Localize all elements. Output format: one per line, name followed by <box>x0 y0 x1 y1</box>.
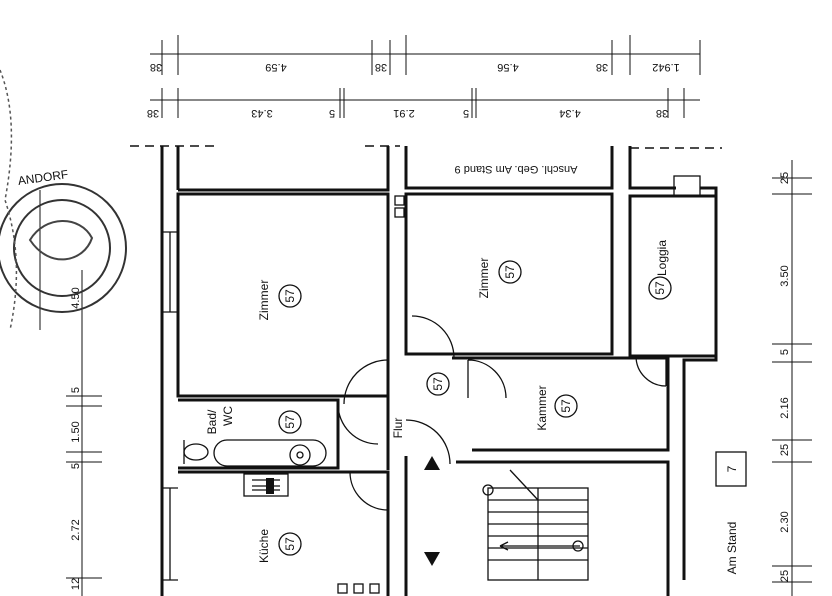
dim-top2-6: 4.34 <box>559 107 580 119</box>
dim-right-5: 25 <box>779 444 791 456</box>
room-number-kueche: 57 <box>283 537 297 551</box>
stair-arrow-down-icon <box>424 552 440 566</box>
dim-top1-1: 38 <box>150 61 162 73</box>
right-dimension-chain: 25 3.50 5 2.16 25 2.30 25 <box>772 160 812 596</box>
dim-right-2: 3.50 <box>779 265 791 286</box>
left-dimension-chain: 4.50 5 1.50 5 2.72 12 <box>39 190 102 596</box>
house-number: 7 <box>725 465 739 472</box>
dim-top2-4: 2.91 <box>393 107 414 119</box>
dim-right-6: 2.30 <box>779 511 791 532</box>
staircase <box>424 456 589 581</box>
dim-top2-3: 5 <box>329 107 335 119</box>
dim-top2-2: 3.43 <box>251 107 272 119</box>
bathtub <box>213 439 327 467</box>
address-block: 7 Am Stand <box>715 451 747 575</box>
room-labels: Anschl. Geb. Am Stand 9 Zimmer 57 Zimmer… <box>205 163 672 563</box>
street-name: Am Stand <box>725 522 739 575</box>
toilet <box>183 443 209 461</box>
dim-right-7: 25 <box>779 570 791 582</box>
dim-left-5: 2.72 <box>70 519 82 540</box>
dim-left-6: 12 <box>70 578 82 590</box>
label-flur: Flur <box>391 418 405 439</box>
dim-top1-5: 38 <box>596 61 608 73</box>
dim-top1-6: 1.942 <box>652 61 680 73</box>
room-number-bad: 57 <box>283 415 297 429</box>
label-kueche: Küche <box>257 529 271 563</box>
dim-top1-2: 4.59 <box>265 61 286 73</box>
official-stamp: ANDORF <box>0 69 127 331</box>
dim-top2-5: 5 <box>463 107 469 119</box>
label-bad: Bad/ <box>205 409 219 434</box>
top-dimension-chains: 38 4.59 38 4.56 38 1.942 38 3.43 5 2.91 … <box>147 35 701 119</box>
label-anschl: Anschl. Geb. Am Stand 9 <box>455 163 578 175</box>
dim-left-1: 4.50 <box>70 287 82 308</box>
dim-top1-4: 4.56 <box>497 61 518 73</box>
bathroom-fixtures <box>183 439 327 467</box>
label-kammer: Kammer <box>535 385 549 430</box>
interior-walls <box>176 192 718 596</box>
stamp-text: ANDORF <box>17 167 69 188</box>
room-number-kammer: 57 <box>559 399 573 413</box>
dim-right-1: 25 <box>779 172 791 184</box>
stair-arrow-up-icon <box>424 456 440 470</box>
room-number-zimmer-left: 57 <box>283 289 297 303</box>
room-number-zimmer-right: 57 <box>503 265 517 279</box>
dim-left-4: 5 <box>70 463 82 469</box>
label-loggia: Loggia <box>655 240 669 276</box>
label-wc: WC <box>221 406 235 426</box>
label-zimmer-right: Zimmer <box>477 258 491 299</box>
dim-right-4: 2.16 <box>779 397 791 418</box>
sink <box>289 444 311 466</box>
boundary-lines <box>130 145 722 149</box>
dim-top1-3: 38 <box>375 61 387 73</box>
dim-top2-1: 38 <box>147 107 159 119</box>
room-number-flur: 57 <box>431 377 445 391</box>
dim-right-3: 5 <box>779 349 791 355</box>
door-swings <box>337 315 667 511</box>
dim-left-3: 1.50 <box>70 421 82 442</box>
outer-walls <box>160 146 718 596</box>
dim-left-2: 5 <box>70 387 82 393</box>
label-zimmer-left: Zimmer <box>257 280 271 321</box>
kitchen-stove <box>243 473 289 497</box>
room-number-loggia: 57 <box>653 281 667 295</box>
dim-top2-7: 38 <box>656 107 668 119</box>
